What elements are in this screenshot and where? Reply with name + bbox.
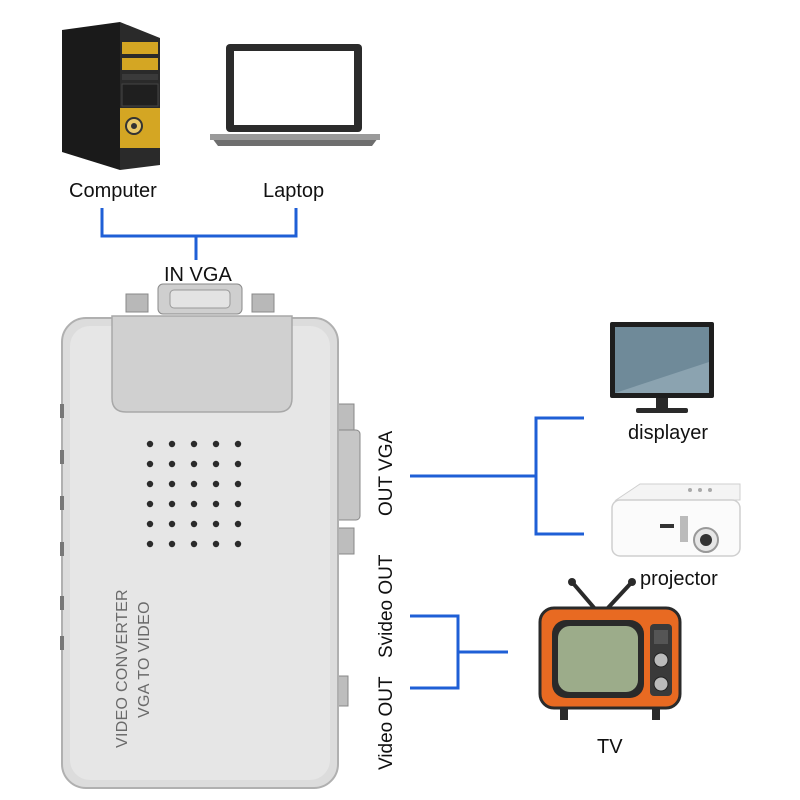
monitor-icon <box>610 322 714 413</box>
converter-title: VIDEO CONVERTER <box>114 589 131 748</box>
computer-label: Computer <box>69 180 157 202</box>
input-connector-lines <box>100 208 298 260</box>
tv-icon <box>538 578 682 720</box>
displayer-label: displayer <box>628 422 709 444</box>
laptop-icon <box>210 44 380 146</box>
in-vga-label: IN VGA <box>164 264 232 286</box>
output-connector-lines <box>410 416 584 690</box>
video-out-label: Video OUT <box>376 676 397 770</box>
converter-subtitle: VGA TO VIDEO <box>136 601 153 718</box>
tv-label: TV <box>597 736 623 758</box>
computer-tower-icon <box>62 22 160 170</box>
vga-converter-box <box>60 283 361 789</box>
svideo-out-label: Svideo OUT <box>376 554 397 658</box>
out-vga-label: OUT VGA <box>376 430 397 516</box>
laptop-label: Laptop <box>263 180 325 202</box>
projector-icon <box>611 483 741 557</box>
speaker-grille <box>146 440 242 548</box>
projector-label: projector <box>640 568 718 590</box>
